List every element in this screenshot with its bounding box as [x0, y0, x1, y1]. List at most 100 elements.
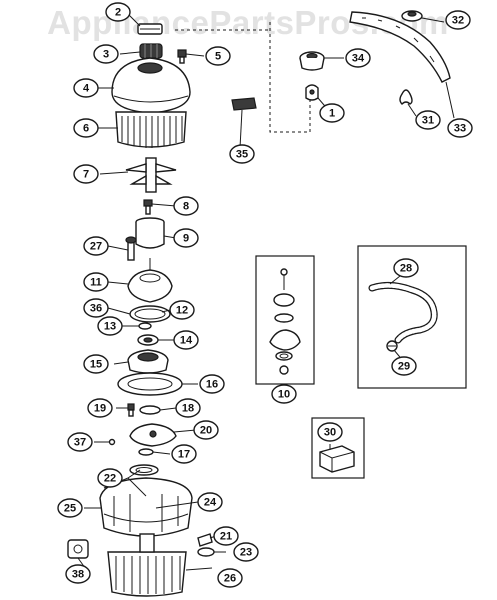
part-21-clip[interactable] [197, 533, 213, 547]
callout-number: 2 [115, 7, 121, 19]
callout-oval [65, 564, 91, 584]
part-11-motor-mount[interactable] [127, 258, 173, 303]
part-33-lower-spray-arm[interactable] [349, 11, 451, 83]
callout-number: 6 [83, 123, 89, 135]
callout-number: 35 [236, 149, 248, 161]
callout-12: 12 [169, 300, 195, 320]
callout-21: 21 [213, 526, 239, 546]
callout-22: 22 [97, 468, 123, 488]
assembly-dash-line [269, 22, 311, 133]
part-38-gasket-plate[interactable] [67, 539, 89, 559]
callout-8: 8 [173, 196, 199, 216]
callout-number: 38 [72, 569, 84, 581]
part-8-screw[interactable] [143, 199, 153, 215]
callout-number: 5 [215, 51, 221, 63]
part-35-bracket[interactable] [231, 97, 257, 111]
part-1-fitting[interactable] [305, 84, 319, 101]
callout-15: 15 [83, 354, 109, 374]
callout-oval [83, 272, 109, 292]
callout-18: 18 [175, 398, 201, 418]
part-29-hose-clamp[interactable] [386, 340, 398, 352]
part-5-screw[interactable] [177, 49, 187, 64]
callout-number: 29 [398, 361, 410, 373]
callout-number: 1 [329, 108, 335, 120]
part-18-disc[interactable] [139, 405, 161, 415]
callout-oval [415, 110, 441, 130]
part-3-nut[interactable] [139, 43, 163, 59]
callout-number: 11 [90, 277, 102, 289]
callout-oval [197, 492, 223, 512]
part-13-seal[interactable] [138, 322, 152, 330]
callout-number: 10 [278, 389, 290, 401]
callout-oval [73, 78, 99, 98]
part-31-clip[interactable] [399, 89, 413, 105]
part-23-seal-ring[interactable] [197, 547, 215, 557]
callout-oval [97, 316, 123, 336]
callout-5: 5 [205, 46, 231, 66]
part-2-wash-tower-cap[interactable] [137, 23, 163, 35]
callout-oval [193, 420, 219, 440]
part-6-impeller-housing[interactable] [115, 111, 187, 148]
callout-number: 26 [224, 573, 236, 585]
callout-11: 11 [83, 272, 109, 292]
callout-number: 14 [180, 335, 193, 347]
part-20-cover-plate[interactable] [129, 423, 177, 447]
callout-oval [57, 498, 83, 518]
callout-oval [345, 48, 371, 68]
part-30-module[interactable] [319, 445, 355, 473]
callout-36: 36 [83, 298, 109, 318]
callout-oval [271, 384, 297, 404]
part-7-impeller[interactable] [125, 157, 177, 193]
part-9-filter-cylinder[interactable] [135, 217, 165, 249]
callout-number: 30 [324, 427, 336, 439]
callout-oval [83, 298, 109, 318]
callout-oval [73, 164, 99, 184]
callout-number: 3 [103, 49, 109, 61]
callout-number: 24 [204, 497, 217, 509]
callout-16: 16 [199, 374, 225, 394]
part-32-spray-arm-hub[interactable] [401, 10, 423, 22]
callout-24: 24 [197, 492, 223, 512]
callout-oval [233, 542, 259, 562]
callout-oval [445, 10, 471, 30]
callout-number: 18 [182, 403, 194, 415]
callout-oval [213, 526, 239, 546]
callout-33: 33 [447, 118, 473, 138]
callout-number: 32 [452, 15, 464, 27]
callout-30: 30 [317, 422, 343, 442]
part-26-motor[interactable] [107, 533, 187, 597]
callout-7: 7 [73, 164, 99, 184]
part-12-o-ring[interactable] [129, 305, 171, 323]
callout-oval [169, 300, 195, 320]
callout-number: 25 [64, 503, 76, 515]
part-19-screw[interactable] [127, 403, 135, 417]
callout-oval [391, 356, 417, 376]
callout-26: 26 [217, 568, 243, 588]
callout-oval [229, 144, 255, 164]
part-16-gasket[interactable] [117, 372, 183, 396]
callout-number: 33 [454, 123, 466, 135]
callout-oval [173, 228, 199, 248]
part-37-ball[interactable] [108, 438, 116, 446]
callout-oval [199, 374, 225, 394]
callout-3: 3 [93, 44, 119, 64]
callout-4: 4 [73, 78, 99, 98]
callout-35: 35 [229, 144, 255, 164]
callout-29: 29 [391, 356, 417, 376]
part-4-pump-cover[interactable] [111, 57, 191, 114]
callout-number: 22 [104, 473, 116, 485]
callout-number: 28 [400, 263, 412, 275]
callout-oval [217, 568, 243, 588]
part-28-drain-hose[interactable] [368, 281, 438, 344]
part-15-pump-base[interactable] [127, 349, 169, 374]
callout-32: 32 [445, 10, 471, 30]
part-14-bearing[interactable] [137, 334, 159, 346]
part-10-seal-kit[interactable] [269, 268, 301, 375]
callout-oval [83, 354, 109, 374]
callout-number: 13 [104, 321, 116, 333]
part-27-screw[interactable] [125, 236, 137, 261]
callout-34: 34 [345, 48, 371, 68]
part-17-washer[interactable] [138, 448, 154, 456]
part-34-hub[interactable] [299, 51, 325, 71]
